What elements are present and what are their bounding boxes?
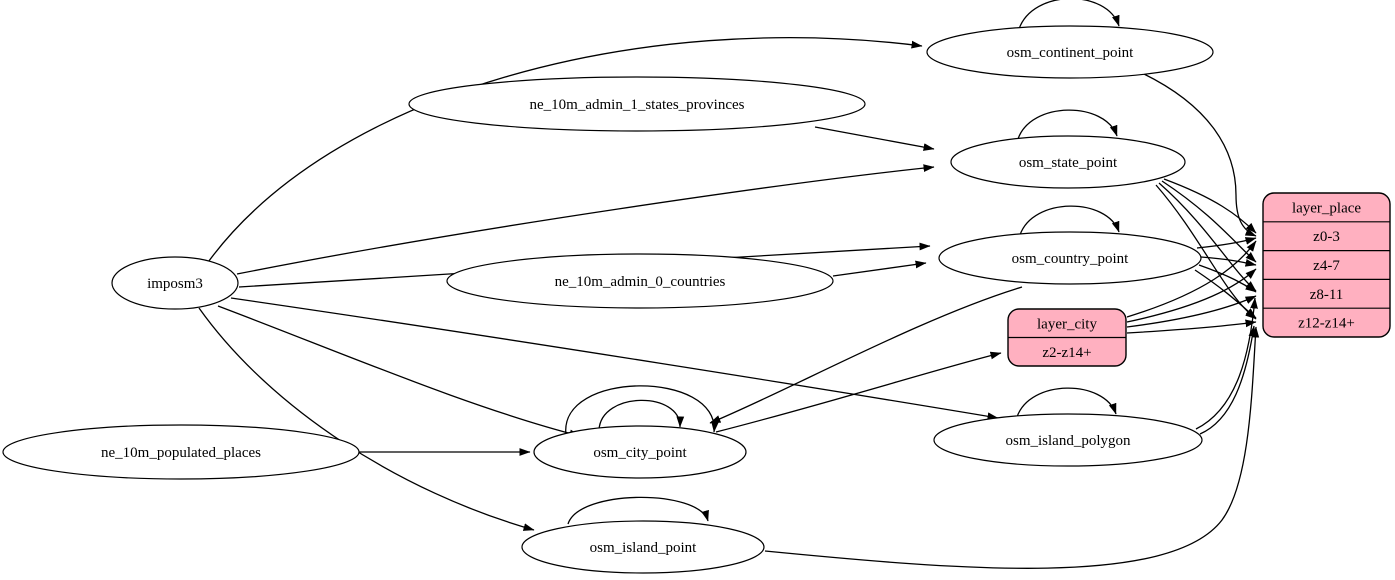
edge-imposm3-to-osm_continent_point (205, 37, 923, 266)
edge-osm_country_point-to-osm_city_point (709, 286, 1023, 424)
node-shape-osm_island_point (521, 520, 765, 574)
record-row-label-layer_place-1: z0-3 (1313, 229, 1340, 245)
record-row-label-layer_place-4: z12-z14+ (1298, 316, 1355, 332)
edge-imposm3-to-osm_island_point (198, 307, 535, 531)
edge-osm_country_point-to-layer_place-z8-11 (1198, 264, 1257, 293)
edge-ne_10m_admin_1_states_provinces-to-osm_state_point (814, 126, 935, 151)
edge-layer_city-to-layer_place-z0-3 (1126, 240, 1257, 318)
edge-ne_10m_admin_0_countries-to-osm_country_point (832, 260, 927, 277)
node-label-ne_10m_admin_1_states_provinces: ne_10m_admin_1_states_provinces (530, 97, 745, 113)
edge-osm_country_point-to-layer_place-z12-z14+ (1194, 269, 1257, 319)
node-label-ne_10m_populated_places: ne_10m_populated_places (101, 445, 261, 461)
node-shape-osm_island_polygon (933, 413, 1203, 467)
edge-layer_city-to-layer_place-z8-11 (1126, 295, 1257, 328)
edge-osm_island_polygon-to-layer_place-z12-z14+ (1199, 325, 1257, 435)
node-label-imposm3: imposm3 (147, 276, 203, 292)
record-row-label-layer_place-0: layer_place (1292, 200, 1361, 216)
self-loop-osm_island_polygon-5 (1016, 387, 1117, 418)
node-label-osm_island_point: osm_island_point (590, 540, 698, 556)
edge-osm_city_point-to-layer_city-z2-z14+ (715, 351, 1002, 433)
self-loop-osm_state_point-1 (1017, 109, 1118, 140)
node-osm_country_point: osm_country_point (938, 231, 1202, 285)
self-loop-osm_city_point-3 (565, 385, 719, 436)
node-shape-ne_10m_admin_1_states_provinces (408, 76, 866, 132)
edge-layer_city-to-layer_place-z12-z14+ (1126, 319, 1257, 334)
node-label-osm_island_polygon: osm_island_polygon (1005, 433, 1131, 449)
node-ne_10m_populated_places: ne_10m_populated_places (2, 424, 360, 480)
node-label-osm_continent_point: osm_continent_point (1007, 45, 1134, 61)
record-layer_city: layer_city z2-z14+ (1007, 308, 1127, 367)
edge-osm_country_point-to-layer_place-z0-3 (1196, 237, 1257, 249)
record-row-label-layer_place-2: z4-7 (1313, 258, 1340, 274)
edge-imposm3-to-osm_island_polygon (230, 297, 999, 421)
node-osm_city_point: osm_city_point (533, 425, 747, 479)
edge-osm_state_point-to-layer_place-z8-11 (1158, 182, 1257, 292)
self-loop-osm_country_point-2 (1019, 205, 1120, 236)
edge-osm_state_point-to-layer_place-z0-3 (1163, 178, 1257, 234)
node-shape-imposm3 (111, 256, 239, 310)
edge-imposm3-to-osm_city_point (217, 305, 581, 438)
node-osm_state_point: osm_state_point (950, 135, 1186, 189)
edge-osm_country_point-to-layer_place-z4-7 (1200, 256, 1257, 267)
edge-layer_city-to-layer_place-z4-7 (1126, 268, 1257, 323)
edge-imposm3-to-osm_state_point (236, 164, 935, 275)
edge-osm_island_polygon-to-layer_place-z8-11 (1195, 297, 1258, 430)
node-osm_continent_point: osm_continent_point (926, 25, 1214, 79)
node-shape-osm_country_point (938, 231, 1202, 285)
edge-osm_island_point-to-layer_place-z12-z14+ (764, 326, 1260, 569)
node-osm_island_point: osm_island_point (521, 520, 765, 574)
node-shape-osm_continent_point (926, 25, 1214, 79)
node-shape-osm_state_point (950, 135, 1186, 189)
node-imposm3: imposm3 (111, 256, 239, 310)
self-loop-osm_island_point-6 (567, 496, 709, 525)
node-shape-ne_10m_populated_places (2, 424, 360, 480)
record-row-label-layer_city-1: z2-z14+ (1042, 345, 1091, 361)
node-shape-osm_city_point (533, 425, 747, 479)
node-osm_island_polygon: osm_island_polygon (933, 413, 1203, 467)
node-ne_10m_admin_1_states_provinces: ne_10m_admin_1_states_provinces (408, 76, 866, 132)
node-label-ne_10m_admin_0_countries: ne_10m_admin_0_countries (555, 274, 726, 290)
node-shape-ne_10m_admin_0_countries (446, 253, 834, 309)
edge-osm_continent_point-to-layer_place-z0-3 (1141, 72, 1257, 237)
node-ne_10m_admin_0_countries: ne_10m_admin_0_countries (446, 253, 834, 309)
node-label-osm_city_point: osm_city_point (593, 445, 687, 461)
node-label-osm_country_point: osm_country_point (1012, 251, 1129, 267)
record-row-label-layer_city-0: layer_city (1037, 316, 1097, 332)
record-row-label-layer_place-3: z8-11 (1310, 287, 1344, 303)
edge-osm_state_point-to-layer_place-z4-7 (1161, 180, 1257, 263)
self-loop-osm_continent_point-0 (1018, 0, 1120, 30)
node-label-osm_state_point: osm_state_point (1019, 155, 1118, 171)
record-layer_place: layer_place z0-3 z4-7 z8-11 z12-z14+ (1262, 192, 1391, 338)
self-loop-osm_city_point-4 (598, 399, 685, 431)
record-shape-layer_place (1262, 192, 1391, 338)
